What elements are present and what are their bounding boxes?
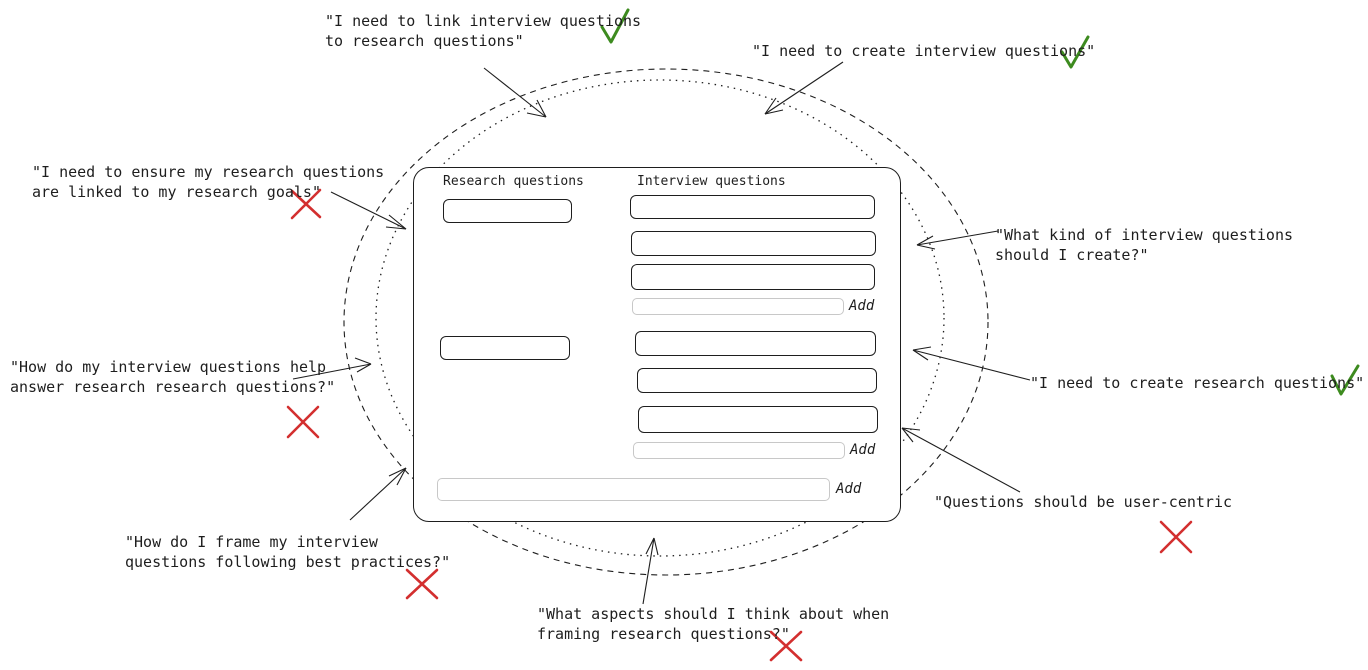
interview-question-input[interactable]	[638, 406, 878, 433]
note-link-interview: "I need to link interview questions to r…	[325, 12, 642, 50]
arrow-create-interview	[764, 61, 844, 115]
interview-question-input[interactable]	[630, 195, 875, 219]
cross-icon	[1159, 520, 1193, 554]
arrow-what-kind	[916, 230, 999, 246]
arrow-user-centric	[901, 427, 1021, 493]
cross-icon	[769, 630, 803, 662]
add-research-question-button[interactable]: Add	[836, 481, 862, 497]
new-interview-question-input[interactable]	[632, 298, 844, 315]
arrow-ensure-linked	[330, 191, 407, 230]
new-research-question-input[interactable]	[437, 478, 830, 501]
arrow-create-research	[912, 349, 1031, 381]
check-icon	[600, 8, 630, 44]
note-create-research: "I need to create research questions"	[1030, 374, 1365, 392]
cross-icon	[405, 568, 439, 600]
interview-questions-header: Interview questions	[637, 174, 786, 189]
arrow-how-help	[292, 363, 372, 380]
add-interview-question-button[interactable]: Add	[849, 298, 875, 314]
note-user-centric: "Questions should be user-centric	[934, 493, 1233, 511]
cross-icon	[286, 405, 320, 439]
note-ensure-linked: "I need to ensure my research questions …	[32, 163, 385, 201]
research-question-input[interactable]	[443, 199, 572, 223]
new-interview-question-input[interactable]	[633, 442, 845, 459]
cross-icon	[290, 188, 322, 220]
arrow-what-aspects	[642, 537, 655, 605]
note-what-aspects: "What aspects should I think about when …	[537, 605, 890, 643]
add-interview-question-button[interactable]: Add	[850, 442, 876, 458]
research-question-input[interactable]	[440, 336, 570, 360]
interview-question-input[interactable]	[631, 231, 876, 256]
note-what-kind: "What kind of interview questions should…	[995, 226, 1294, 264]
note-how-help: "How do my interview questions help answ…	[10, 358, 336, 396]
arrow-how-frame	[349, 467, 407, 521]
note-how-frame: "How do I frame my interview questions f…	[125, 533, 451, 571]
check-icon	[1330, 364, 1360, 396]
research-questions-header: Research questions	[443, 174, 584, 189]
interview-question-input[interactable]	[635, 331, 876, 356]
interview-question-input[interactable]	[631, 264, 875, 290]
check-icon	[1060, 35, 1090, 69]
arrow-link-interview	[483, 67, 547, 118]
note-create-interview: "I need to create interview questions"	[752, 42, 1096, 60]
interview-question-input[interactable]	[637, 368, 877, 393]
